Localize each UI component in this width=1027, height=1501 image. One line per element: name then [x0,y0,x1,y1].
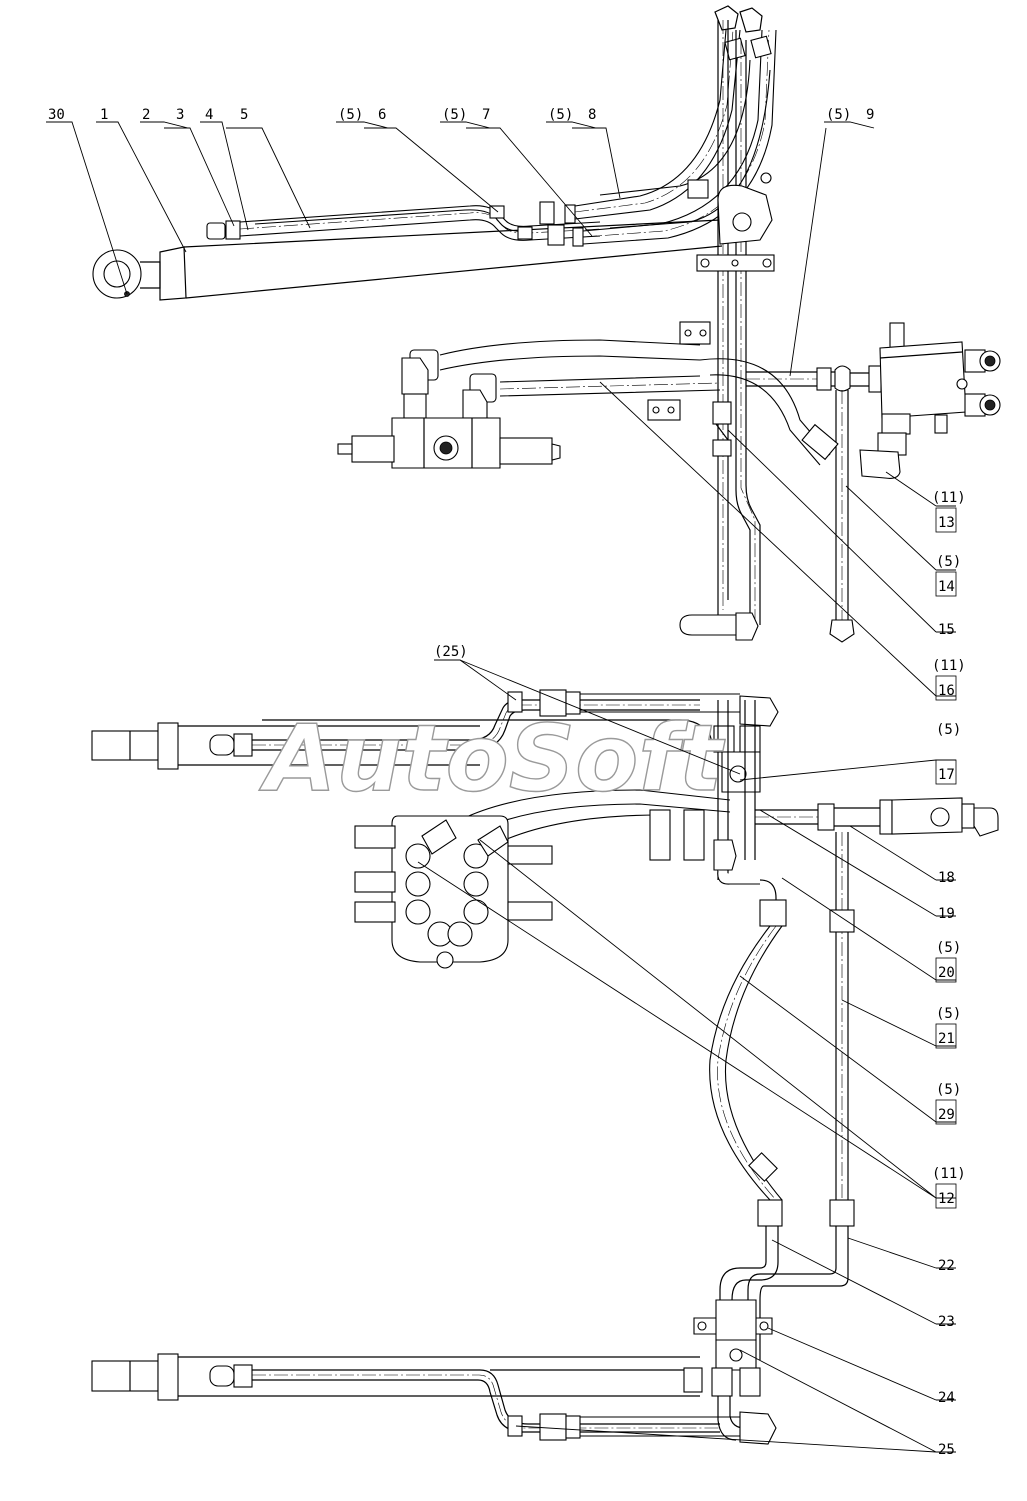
callout-5q-a: (5) [338,107,363,123]
middle-cylinder [91,689,740,770]
callout-19: 19 [938,906,955,922]
lift-cylinder [92,219,723,301]
control-valve-middle [354,789,731,969]
middle-junction [262,695,779,885]
lower-assembly [91,1299,777,1445]
hose-15 [699,358,839,466]
callout-24: 24 [938,1390,955,1406]
callout-25q: (25) [434,644,468,660]
callout-2: 2 [142,107,150,123]
lower-cylinder [91,1353,740,1441]
callout-20: 20 [938,965,955,981]
callout-17: 17 [938,767,955,783]
callout-14-qual: (5) [936,554,961,570]
callout-23: 23 [938,1314,955,1330]
pipe-14 [829,390,855,643]
pipes-20-21-29 [709,832,855,1360]
callout-29: 29 [938,1107,955,1123]
middle-assembly: AutoSoft [91,689,999,1360]
callout-20-qual: (5) [936,940,961,956]
callout-21-qual: (5) [936,1006,961,1022]
callout-7: 7 [482,107,490,123]
callout-13-qual: (11) [932,490,966,506]
return-tube [679,612,759,641]
pipe-9 [746,365,882,393]
upper-assembly [92,5,1001,643]
callout-3: 3 [176,107,184,123]
control-valve-upper [337,339,721,469]
callout-16-qual: (11) [932,658,966,674]
callout-29-qual: (5) [936,1082,961,1098]
pipe-18 [755,797,999,837]
lower-junction [683,1299,777,1445]
callout-5q-b: (5) [442,107,467,123]
fittings-6-7 [489,201,584,247]
callout-5q-d: (5) [826,107,851,123]
watermark: AutoSoft [258,704,726,812]
callout-8: 8 [588,107,596,123]
callout-21: 21 [938,1031,955,1047]
callouts-right: (11) 13 (5) 14 15 (11) 16 (5) 17 18 19 (… [932,490,966,1458]
callout-25: 25 [938,1442,955,1458]
callout-5q-c: (5) [548,107,573,123]
leader-lines [46,121,957,1453]
callout-22: 22 [938,1258,955,1274]
callout-6: 6 [378,107,386,123]
callout-12: 12 [938,1191,955,1207]
callout-5: 5 [240,107,248,123]
callout-16: 16 [938,683,955,699]
priority-valve [859,322,1001,479]
clamps-upper [647,172,775,421]
callouts-top: 30 1 2 3 4 5 (5) 6 (5) 7 (5) 8 (5) 9 [48,107,874,123]
callout-13: 13 [938,515,955,531]
top-fittings [714,5,772,61]
callout-1: 1 [100,107,108,123]
callout-15: 15 [938,622,955,638]
callout-9: 9 [866,107,874,123]
callout-4: 4 [205,107,213,123]
callout-14: 14 [938,579,955,595]
callout-18: 18 [938,870,955,886]
vertical-tubes [712,20,761,625]
callout-17-qual: (5) [936,722,961,738]
watermark-text: AutoSoft [259,705,725,812]
callout-30: 30 [48,107,65,123]
callout-12-qual: (11) [932,1166,966,1182]
